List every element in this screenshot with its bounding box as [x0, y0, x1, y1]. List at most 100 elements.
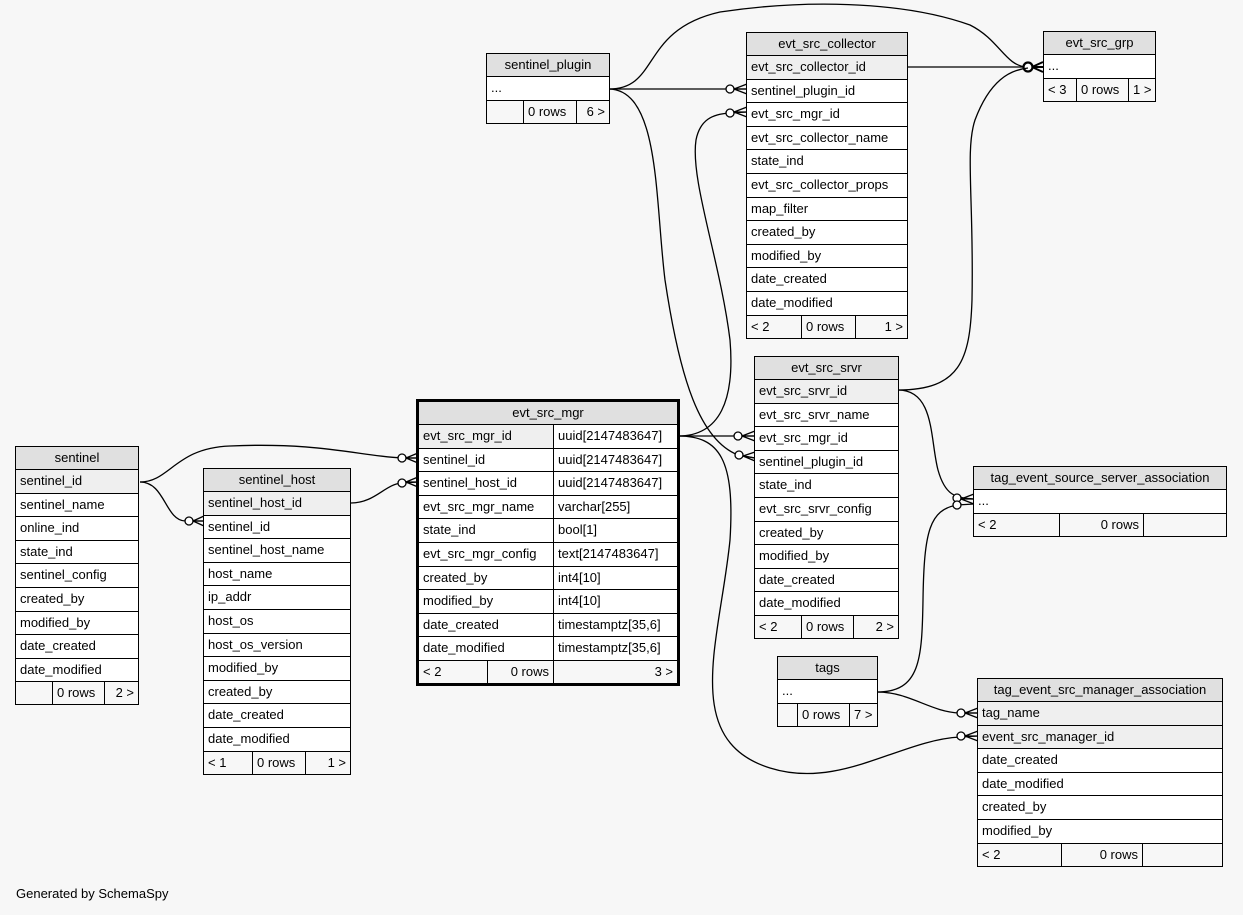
column-row[interactable]: event_src_manager_id [978, 725, 1222, 750]
parents-count[interactable] [778, 704, 797, 726]
table-tag-event-source-server-association[interactable]: tag_event_source_server_association ... … [973, 466, 1227, 537]
parents-count[interactable] [16, 682, 52, 704]
table-title[interactable]: evt_src_mgr [419, 402, 677, 425]
column-row[interactable]: modified_by [204, 657, 350, 681]
column-row[interactable]: date_modified [16, 659, 138, 683]
table-title[interactable]: tag_event_src_manager_association [978, 679, 1222, 702]
column-row[interactable]: date_modified [204, 728, 350, 752]
column-row[interactable]: ... [778, 680, 877, 704]
column-row[interactable]: state_ind [16, 541, 138, 565]
column-row[interactable]: date_created [16, 635, 138, 659]
table-evt-src-grp[interactable]: evt_src_grp ... < 3 0 rows 1 > [1043, 31, 1156, 102]
parents-count[interactable]: < 2 [982, 846, 1001, 862]
column-row[interactable]: host_name [204, 563, 350, 587]
table-title[interactable]: sentinel_plugin [487, 54, 609, 77]
column-row[interactable]: date_created [978, 749, 1222, 773]
column-row[interactable]: date_modified [755, 592, 898, 616]
column-row[interactable]: sentinel_id [204, 516, 350, 540]
column-row[interactable]: state_ind [755, 474, 898, 498]
table-title[interactable]: tag_event_source_server_association [974, 467, 1226, 490]
children-count[interactable]: 1 > [305, 751, 350, 774]
column-row[interactable]: date_modified [978, 773, 1222, 797]
column-row[interactable]: modified_by [755, 545, 898, 569]
column-row[interactable]: evt_src_collector_name [747, 127, 907, 151]
column-row[interactable]: created_by [16, 588, 138, 612]
column-row[interactable]: host_os_version [204, 634, 350, 658]
column-row[interactable]: sentinel_plugin_id [755, 451, 898, 475]
parents-count[interactable]: < 1 [208, 754, 227, 770]
table-title[interactable]: sentinel [16, 447, 138, 470]
column-row[interactable]: modified_by [747, 245, 907, 269]
column-row[interactable]: ... [1044, 55, 1155, 79]
column-row[interactable]: ... [974, 490, 1226, 514]
column-row[interactable]: modified_by [16, 612, 138, 636]
column-row[interactable]: tag_name [978, 702, 1222, 726]
column-row[interactable]: host_os [204, 610, 350, 634]
children-count[interactable] [1142, 843, 1222, 866]
column-row[interactable]: evt_src_srvr_config [755, 498, 898, 522]
column-row[interactable]: evt_src_srvr_id [755, 380, 898, 404]
column-row[interactable]: evt_src_collector_id [747, 56, 907, 80]
parents-count[interactable]: < 2 [423, 663, 442, 679]
table-title[interactable]: tags [778, 657, 877, 680]
column-row[interactable]: date_modified [747, 292, 907, 316]
column-row[interactable]: created_by [747, 221, 907, 245]
parents-count[interactable]: < 2 [751, 318, 770, 334]
column-row[interactable]: online_ind [16, 517, 138, 541]
children-count[interactable]: 3 > [553, 660, 677, 683]
column-row[interactable]: ... [487, 77, 609, 101]
column-row[interactable]: date_created [204, 704, 350, 728]
parents-count[interactable]: < 2 [759, 618, 778, 634]
table-tag-event-src-manager-association[interactable]: tag_event_src_manager_association tag_na… [977, 678, 1223, 867]
column-row[interactable]: evt_src_collector_props [747, 174, 907, 198]
children-count[interactable]: 2 > [853, 615, 898, 638]
column-row[interactable]: map_filter [747, 198, 907, 222]
children-count[interactable]: 6 > [576, 100, 609, 123]
column-row[interactable]: evt_src_mgr_id [747, 103, 907, 127]
column-row[interactable]: sentinel_plugin_id [747, 80, 907, 104]
table-tags[interactable]: tags ... 0 rows 7 > [777, 656, 878, 727]
children-count[interactable]: 7 > [849, 703, 877, 726]
column-row[interactable]: ip_addr [204, 586, 350, 610]
column-row[interactable]: date_created [755, 569, 898, 593]
column-row[interactable]: evt_src_srvr_name [755, 404, 898, 428]
column-row[interactable]: modified_by [978, 820, 1222, 844]
column-row[interactable]: sentinel_config [16, 564, 138, 588]
children-count[interactable]: 1 > [1128, 78, 1155, 101]
table-title[interactable]: evt_src_collector [747, 33, 907, 56]
table-sentinel-plugin[interactable]: sentinel_plugin ... 0 rows 6 > [486, 53, 610, 124]
parents-count[interactable]: < 3 [1048, 81, 1067, 97]
children-count[interactable]: 2 > [104, 682, 138, 705]
column-row[interactable]: sentinel_host_name [204, 539, 350, 563]
column-row[interactable]: sentinel_host_id [204, 492, 350, 516]
table-title[interactable]: sentinel_host [204, 469, 350, 492]
column-row[interactable]: created_by [755, 522, 898, 546]
table-title[interactable]: evt_src_grp [1044, 32, 1155, 55]
column-row[interactable]: sentinel_id [16, 470, 138, 494]
parents-count[interactable]: < 2 [978, 516, 997, 532]
children-count[interactable]: 1 > [855, 315, 907, 338]
table-title[interactable]: evt_src_srvr [755, 357, 898, 380]
parents-count[interactable] [487, 101, 523, 123]
column-row[interactable]: evt_src_mgr_id [755, 427, 898, 451]
children-count[interactable] [1143, 513, 1226, 536]
column-row[interactable]: date_created [747, 268, 907, 292]
column-row[interactable]: sentinel_name [16, 494, 138, 518]
column-row[interactable]: created_by [204, 681, 350, 705]
column-row[interactable]: state_ind [747, 150, 907, 174]
column-row[interactable]: created_by [978, 796, 1222, 820]
